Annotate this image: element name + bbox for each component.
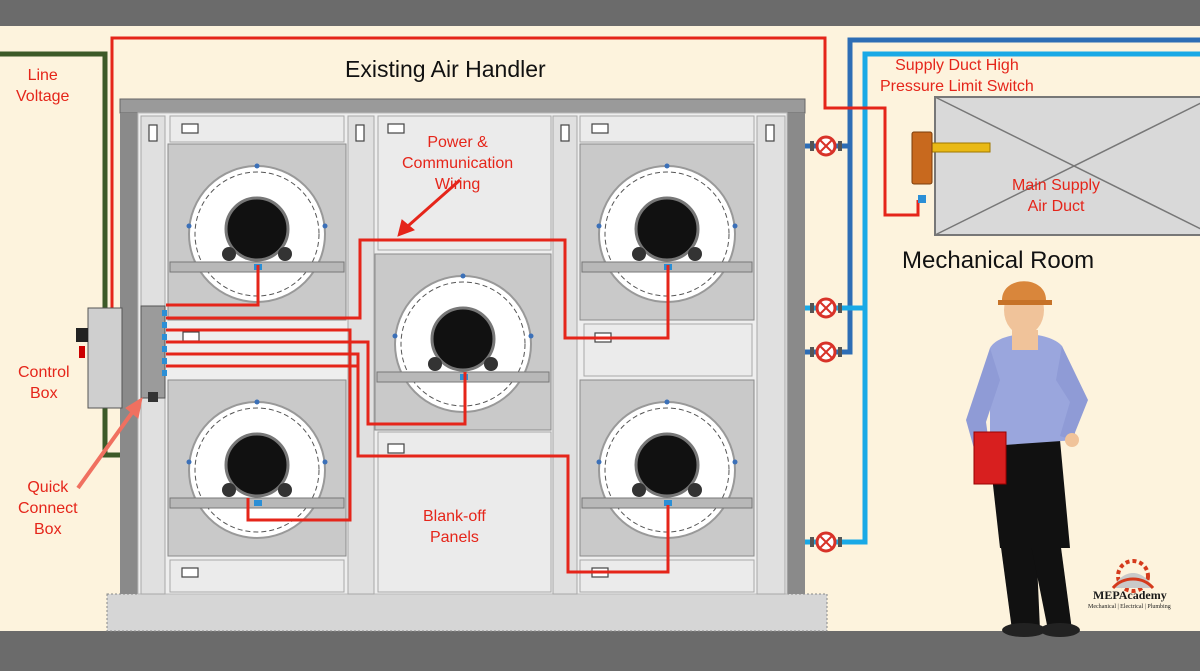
control-box-knob <box>79 346 85 358</box>
duct-valves <box>810 135 842 553</box>
duct-valve <box>810 297 842 319</box>
duct-dark-2 <box>800 146 853 355</box>
fan-unit <box>579 379 755 557</box>
floor-pad <box>106 593 828 632</box>
duct-valve <box>810 531 842 553</box>
fan-unit <box>374 253 552 431</box>
main-supply-duct <box>934 96 1200 236</box>
power-communication-wiring <box>110 36 920 574</box>
top-band <box>0 0 1200 26</box>
bottom-band <box>0 631 1200 671</box>
quick-connect-ports <box>162 310 167 376</box>
duct-valve <box>810 135 842 157</box>
pressure-switch-port <box>918 195 926 203</box>
mep-academy-logo <box>1111 559 1155 593</box>
mechanical-room-label: Mechanical Room <box>902 247 1095 274</box>
brand-tagline: Mechanical | Electrical | Plumbing <box>1088 604 1171 610</box>
control-box-switch <box>76 328 88 342</box>
cabinet-right-post <box>787 113 805 594</box>
cabinet-left-post <box>120 113 138 594</box>
brand-name: MEPAcademy <box>1093 588 1167 602</box>
cabinet-top-rail <box>119 98 806 114</box>
air-handler-title: Existing Air Handler <box>345 56 546 82</box>
quick-connect-box <box>140 305 166 399</box>
pressure-limit-switch <box>911 131 933 185</box>
duct-valve <box>810 341 842 363</box>
fan-units <box>167 143 755 557</box>
post-slots <box>148 124 775 142</box>
quick-connect-plug <box>148 392 158 402</box>
technician-figure <box>966 281 1088 637</box>
pressure-sensor-probe <box>929 142 991 153</box>
control-box <box>87 307 123 409</box>
fan-unit <box>579 143 755 321</box>
pointer-arrows <box>76 178 461 490</box>
fan-unit <box>167 379 347 557</box>
duct-light-2 <box>800 308 868 545</box>
blank-plates <box>169 115 755 593</box>
